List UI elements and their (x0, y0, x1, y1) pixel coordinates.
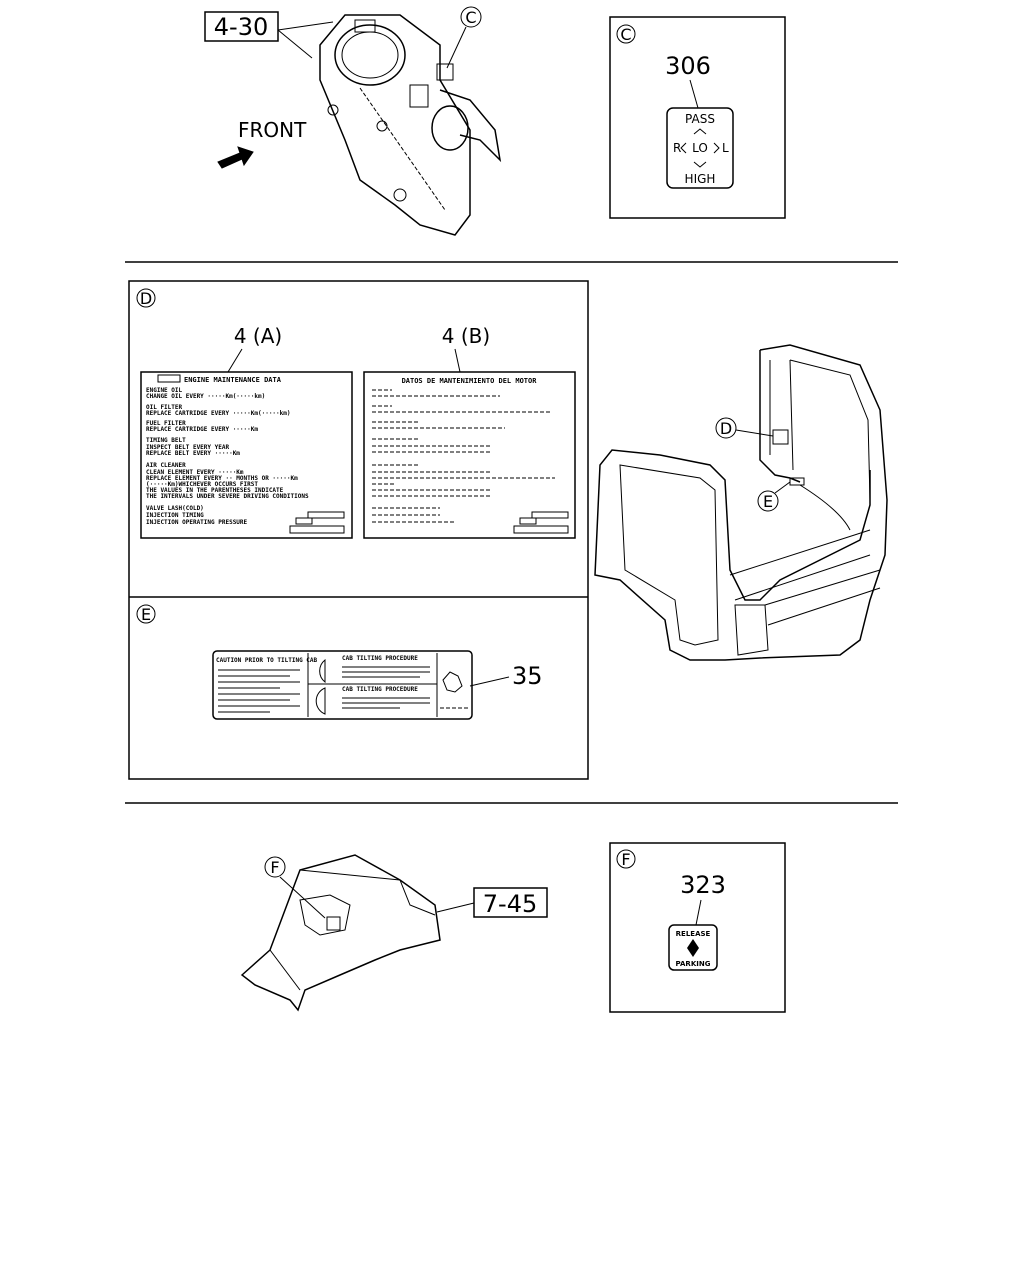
label-4a-replace-cart2: REPLACE CARTRIDGE EVERY ·····Km (146, 426, 258, 433)
label-4a-title: ENGINE MAINTENANCE DATA (184, 376, 282, 384)
label-35-cab-tilting-1: CAB TILTING PROCEDURE (342, 655, 418, 662)
detail-d-box: D 4 (A) 4 (B) ENGINE MAINTENANCE DATA EN… (128, 280, 589, 780)
part-number-4a: 4 (A) (234, 324, 282, 348)
maintenance-label-4a: ENGINE MAINTENANCE DATA ENGINE OIL CHANG… (140, 371, 353, 539)
detail-c-marker: C (620, 25, 631, 44)
label-35-caution: CAUTION PRIOR TO TILTING CAB (216, 657, 318, 664)
detail-f-marker-circle (616, 849, 636, 869)
label-4a-change-oil: CHANGE OIL EVERY ·····Km(·····km) (146, 393, 265, 400)
detail-f-marker: F (621, 850, 630, 869)
label-4a-replace-element: REPLACE ELEMENT EVERY ·· MONTHS OR ·····… (146, 475, 298, 482)
part-number-4-30: 4-30 (214, 13, 268, 41)
callout-circle-f (264, 856, 286, 878)
label-323-parking: PARKING (676, 960, 711, 968)
label-4a-clean-element: CLEAN ELEMENT EVERY ·····Km (146, 469, 244, 476)
cab-tilt-label-35: CAUTION PRIOR TO TILTING CAB CAB TILTING… (212, 650, 473, 720)
floor-cover-drawing: F 7-45 (240, 854, 548, 1012)
label-4a-fuel-filter: FUEL FILTER (146, 420, 186, 427)
part-box-7-45 (473, 887, 548, 918)
callout-e-letter: E (763, 492, 773, 511)
label-4a-valve-lash: VALVE LASH(COLD) (146, 505, 204, 512)
label-4a-air-cleaner: AIR CLEANER (146, 462, 186, 469)
detail-c-marker-circle (616, 24, 636, 44)
part-number-306: 306 (665, 52, 711, 80)
detail-d-marker: D (140, 289, 152, 308)
maintenance-label-4b: DATOS DE MANTENIMIENTO DEL MOTOR (363, 371, 576, 539)
detail-d-marker-circle (136, 288, 156, 308)
parking-brake-label-323 (668, 924, 718, 971)
part-number-35: 35 (512, 662, 543, 690)
double-arrow-icon (687, 939, 699, 957)
callout-circle-e (757, 490, 779, 512)
label-4a-injection-timing: INJECTION TIMING (146, 512, 204, 519)
chevron-right-icon (713, 142, 720, 154)
detail-e-marker: E (141, 605, 151, 624)
callout-circle-c (460, 6, 482, 28)
chevron-down-icon (693, 161, 707, 168)
label-4a-timing-belt: TIMING BELT (146, 437, 186, 444)
part-box-4-30 (204, 11, 279, 42)
cab-drawing: D E (594, 344, 888, 661)
callout-c-letter: C (465, 8, 476, 27)
label-4a-values-paren: THE VALUES IN THE PARENTHESES INDICATE (146, 487, 284, 494)
front-label: FRONT (238, 118, 307, 142)
front-arrow-icon (217, 146, 254, 169)
switch-r-text: R (673, 141, 681, 155)
label-35-cab-tilting-2: CAB TILTING PROCEDURE (342, 686, 418, 693)
part-number-4b: 4 (B) (442, 324, 490, 348)
chevron-left-icon (680, 142, 687, 154)
label-4a-injection-pressure: INJECTION OPERATING PRESSURE (146, 519, 248, 526)
detail-e-marker-circle (136, 604, 156, 624)
callout-f-letter: F (270, 858, 279, 877)
switch-pass-text: PASS (685, 112, 715, 126)
switch-label-306 (666, 107, 734, 189)
label-4a-inspect-belt: INSPECT BELT EVERY YEAR (146, 444, 229, 451)
chevron-up-icon (693, 128, 707, 135)
label-4a-replace-belt: REPLACE BELT EVERY ·····Km (146, 450, 240, 457)
detail-c-box: C 306 PASS R LO L HIGH (609, 16, 786, 219)
bracket-drawing: 4-30 FRONT C (204, 6, 502, 236)
switch-lo-text: LO (692, 141, 708, 155)
callout-circle-d (715, 417, 737, 439)
label-4b-title: DATOS DE MANTENIMIENTO DEL MOTOR (402, 377, 538, 385)
label-4a-whichever: (·····Km)WHICHEVER OCCURS FIRST (146, 481, 258, 488)
label-4a-oil-filter: OIL FILTER (146, 404, 183, 411)
label-4a-replace-cart1: REPLACE CARTRIDGE EVERY ·····Km(·····km) (146, 410, 291, 417)
label-4a-engine-oil: ENGINE OIL (146, 387, 183, 394)
callout-d-letter: D (720, 419, 732, 438)
switch-l-text: L (722, 141, 729, 155)
detail-f-box: F 323 RELEASE PARKING (609, 842, 786, 1013)
switch-high-text: HIGH (685, 172, 716, 186)
label-323-release: RELEASE (676, 930, 711, 938)
part-number-323: 323 (680, 871, 726, 899)
part-number-7-45: 7-45 (483, 890, 537, 918)
label-4a-intervals: THE INTERVALS UNDER SEVERE DRIVING CONDI… (146, 493, 309, 500)
